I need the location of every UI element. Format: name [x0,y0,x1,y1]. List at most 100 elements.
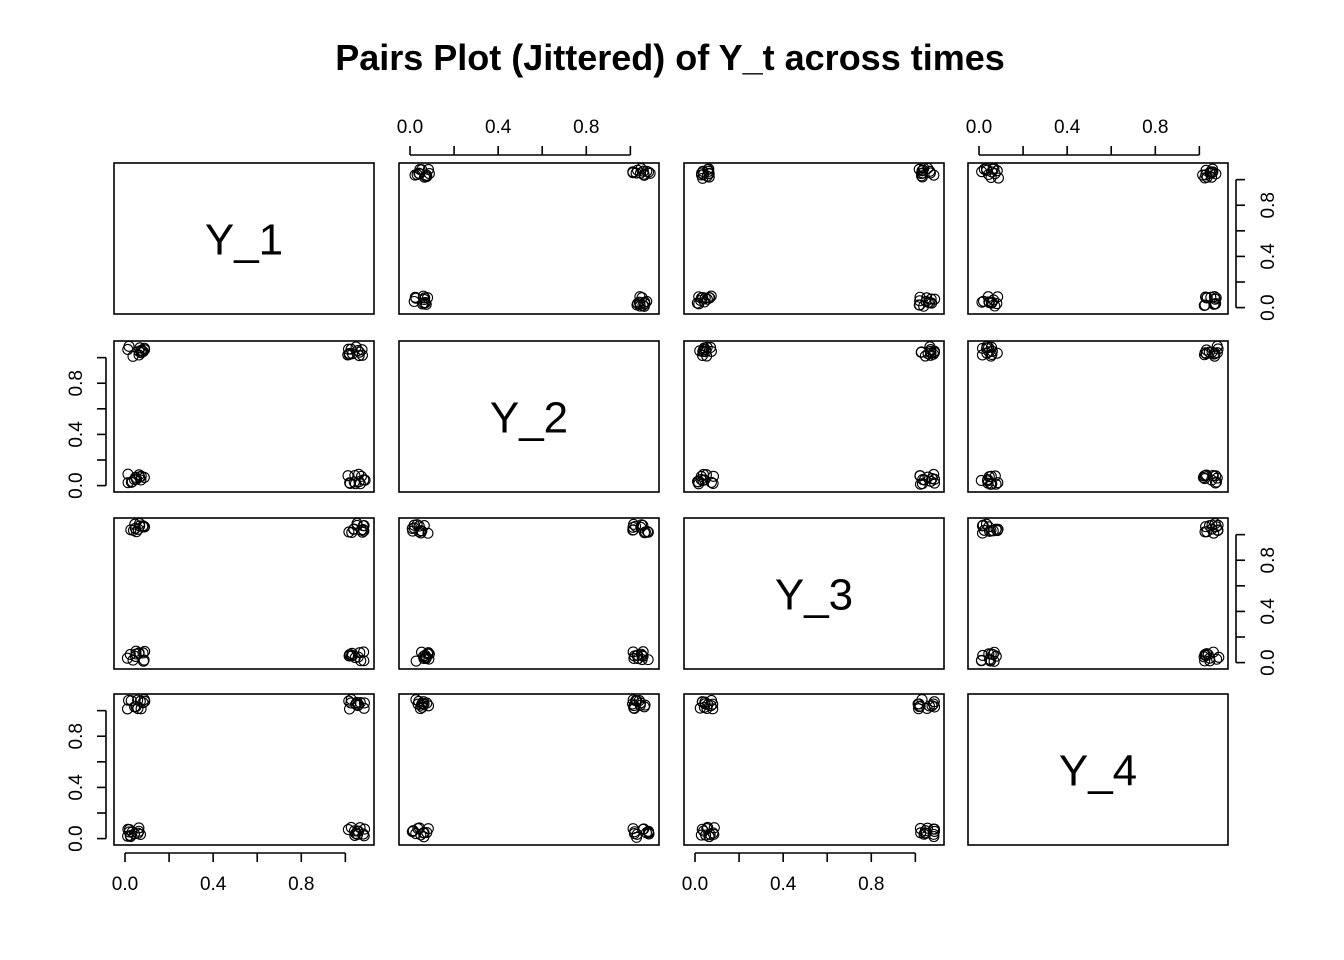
scatter-point [353,476,365,488]
x-tick-label: 0.8 [573,117,599,138]
scatter-point [348,825,361,837]
scatter-point [1211,653,1223,665]
panel-frame [113,340,375,493]
scatter-point [1201,526,1213,538]
y-tick-label: 0.8 [66,370,87,396]
scatter-point [629,826,641,838]
scatter-point [922,348,934,360]
panel-3-1 [113,517,375,670]
scatter-point [415,525,427,537]
scatter-point [917,167,929,179]
scatter-point [928,828,940,840]
scatter-point [919,350,931,362]
scatter-point [916,171,928,183]
scatter-point [138,521,151,533]
panel-frame [683,340,945,493]
scatter-point [356,349,368,361]
scatter-point [627,694,639,706]
scatter-point [983,648,995,660]
scatter-point [1201,291,1213,304]
scatter-point [352,698,365,711]
scatter-point [345,343,357,355]
scatter-point [928,468,940,481]
scatter-point [631,164,644,176]
scatter-point [990,650,1002,662]
scatter-point [1210,476,1223,488]
scatter-point [976,296,988,308]
scatter-point [981,475,994,487]
scatter-point [991,165,1003,177]
scatter-point [419,297,431,309]
scatter-point [130,645,142,657]
scatter-point [1212,524,1224,536]
scatter-point [351,696,363,709]
scatter-point [344,477,356,490]
scatter-point [701,293,713,305]
scatter-point [642,825,655,837]
scatter-point [627,524,639,536]
panel-2-3 [683,340,945,493]
scatter-point [421,697,433,709]
panel-frame [113,162,375,315]
scatter-point [125,524,137,536]
scatter-point [982,291,994,303]
scatter-point [1209,477,1222,489]
panel-3-3: Y_3 [683,517,945,670]
scatter-point [1198,299,1210,312]
panel-4-3 [683,693,945,846]
panel-frame [683,693,945,846]
scatter-point [703,168,715,180]
panel-frame [967,340,1229,493]
scatter-point [419,170,432,182]
y-tick-label: 0.0 [1258,649,1279,675]
scatter-point [1200,521,1212,533]
y-axis-row-3: 0.00.40.8 [1235,533,1279,676]
scatter-point [925,349,937,361]
scatter-point [928,345,941,357]
panel-frame [967,693,1229,846]
scatter-point [642,654,654,666]
scatter-point [693,298,705,310]
scatter-point [1212,343,1224,355]
scatter-point [988,655,1000,667]
y-tick-label: 0.8 [1258,547,1279,573]
scatter-point [1210,292,1222,304]
diagonal-label: Y_4 [1059,747,1137,796]
scatter-point [126,476,138,488]
panel-4-4: Y_4 [967,693,1229,846]
scatter-point [914,700,926,712]
scatter-point [129,522,141,534]
x-tick-label: 0.8 [1142,117,1168,138]
scatter-point [121,652,133,664]
scatter-point [707,470,720,482]
panel-frame [683,162,945,315]
scatter-point [137,520,149,532]
scatter-point [708,822,720,834]
scatter-point [699,696,711,708]
scatter-point [697,468,710,481]
y-tick-label: 0.4 [66,774,87,801]
panel-1-1: Y_1 [113,162,375,315]
scatter-point [914,299,926,311]
scatter-point [1204,652,1216,664]
scatter-point [356,344,368,356]
panel-frame [398,693,660,846]
scatter-point [422,527,434,539]
scatter-point [135,347,147,359]
scatter-point [355,470,368,482]
x-tick-label: 0.0 [682,874,708,895]
scatter-point [343,526,355,538]
scatter-point [921,702,933,715]
y-tick-label: 0.4 [1258,243,1279,270]
scatter-point [636,292,648,304]
scatter-point [419,649,431,661]
scatter-point [702,699,714,711]
panel-frame [683,517,945,670]
y-tick-label: 0.8 [1258,192,1279,218]
y-tick-label: 0.0 [66,825,87,851]
panel-frame [398,340,660,493]
